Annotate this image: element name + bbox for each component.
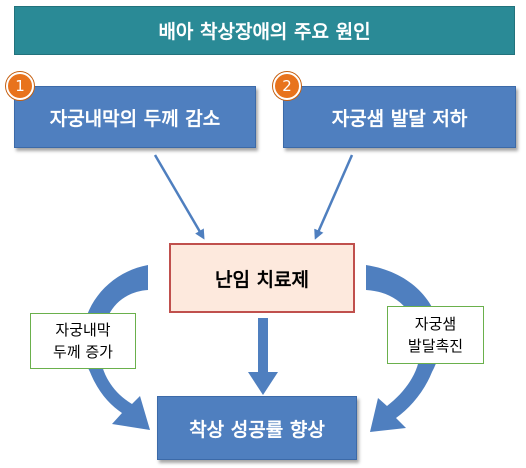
cause-1-label: 자궁내막의 두께 감소 [49, 107, 221, 130]
treatment-box: 난임 치료제 [169, 243, 355, 313]
cause-box-1: 자궁내막의 두께 감소 [14, 86, 256, 148]
arrow-cause2-to-treatment [314, 154, 354, 240]
result-label: 착상 성공률 향상 [189, 418, 325, 441]
result-box: 착상 성공률 향상 [157, 396, 357, 460]
right-effect-label: 자궁샘 발달촉진 [387, 306, 484, 364]
badge-1-text: 1 [15, 77, 25, 95]
right-effect-line2: 발달촉진 [407, 337, 464, 355]
curved-arrow-left [82, 265, 150, 430]
cause-box-2: 자궁샘 발달 저하 [283, 86, 516, 148]
left-effect-line1: 자궁내막 [55, 321, 111, 339]
left-effect-label: 자궁내막 두께 증가 [30, 313, 136, 369]
badge-2-text: 2 [282, 77, 292, 95]
number-badge-2: 2 [273, 72, 301, 100]
number-badge-1: 1 [6, 72, 34, 100]
arrow-treatment-to-result [248, 318, 278, 395]
left-effect-line2: 두께 증가 [53, 343, 113, 361]
cause-2-label: 자궁샘 발달 저하 [331, 107, 468, 130]
treatment-label: 난임 치료제 [214, 268, 309, 291]
arrow-cause1-to-treatment [153, 154, 205, 240]
diagram-title: 배아 착상장애의 주요 원인 [158, 21, 371, 43]
title-box: 배아 착상장애의 주요 원인 [14, 6, 515, 55]
right-effect-line1: 자궁샘 [414, 315, 457, 333]
